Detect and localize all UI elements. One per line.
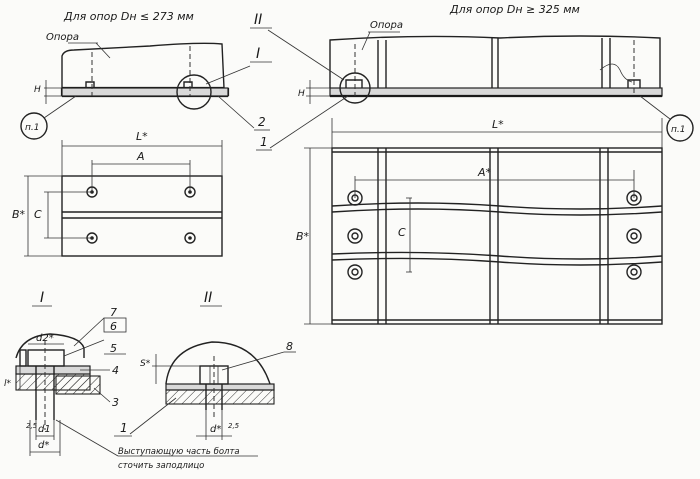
d2-dim: d2* (36, 333, 54, 344)
detail-II-view: II S* 2,5 d* 8 1 (114, 290, 296, 440)
d-dim-left: d* (38, 440, 49, 451)
p1-label-right: п.1 (671, 125, 685, 135)
num-3: 3 (112, 396, 119, 409)
gap-label-2: 2,5 (228, 422, 240, 430)
detail-I-view: I d2* l* 2,5 d1 d* 7 6 (4, 290, 258, 471)
h-dim-left: H (34, 85, 41, 95)
right-elevation-view: H Опора II 1 п.1 (250, 12, 694, 151)
num-2-top: 2 (258, 115, 266, 129)
left-caption: Для опор Dн ≤ 273 мм (63, 10, 194, 23)
B-dim-left: B* (12, 208, 26, 221)
roman-I-top: I (256, 46, 260, 62)
opora-label-right: Опора (370, 20, 403, 31)
roman-II-detail: II (204, 290, 212, 306)
B-dim-right: B* (296, 230, 310, 243)
s-dim: S* (140, 359, 151, 369)
right-plan-view: L* A* B* C (296, 118, 663, 325)
right-caption: Для опор Dн ≥ 325 мм (449, 3, 580, 16)
num-4: 4 (112, 364, 119, 377)
left-plan-view: L* A B* C (12, 130, 223, 257)
num-1-top: 1 (260, 135, 268, 149)
detail-II-marker-circle (339, 72, 371, 104)
p1-callout-left-circle (20, 112, 48, 140)
h-dim-right: H (298, 89, 305, 99)
gap-label-1: 2,5 (26, 422, 38, 430)
A-dim-left: A (136, 150, 145, 163)
num-6: 6 (110, 320, 117, 333)
L-dim-left: L* (136, 130, 148, 143)
C-dim-right: C (398, 226, 406, 239)
C-dim-left: C (34, 208, 42, 221)
left-elevation-view: H Опора п.1 I 2 (20, 32, 272, 140)
p1-label-left: п.1 (25, 123, 39, 133)
L-dim-right: L* (492, 118, 504, 131)
roman-II-top: II (254, 12, 262, 28)
d-dim-right: d* (210, 424, 221, 435)
d1-dim: d1 (38, 424, 51, 435)
num-1-detail: 1 (120, 421, 128, 435)
opora-label-left: Опора (46, 32, 79, 43)
bolt-holes-right (347, 190, 642, 280)
bolt-holes-left (86, 186, 196, 244)
p1-callout-right-circle (666, 114, 694, 142)
num-5: 5 (110, 342, 117, 355)
A-dim-right: A* (477, 166, 492, 179)
roman-I-detail: I (40, 290, 44, 306)
l-dim: l* (4, 379, 12, 389)
note-line2: сточить заподлицо (118, 461, 204, 471)
note-line1: Выступающую часть болта (118, 447, 240, 457)
num-7: 7 (110, 306, 117, 319)
num-8: 8 (286, 340, 293, 353)
detail-I-marker-circle (176, 74, 212, 110)
